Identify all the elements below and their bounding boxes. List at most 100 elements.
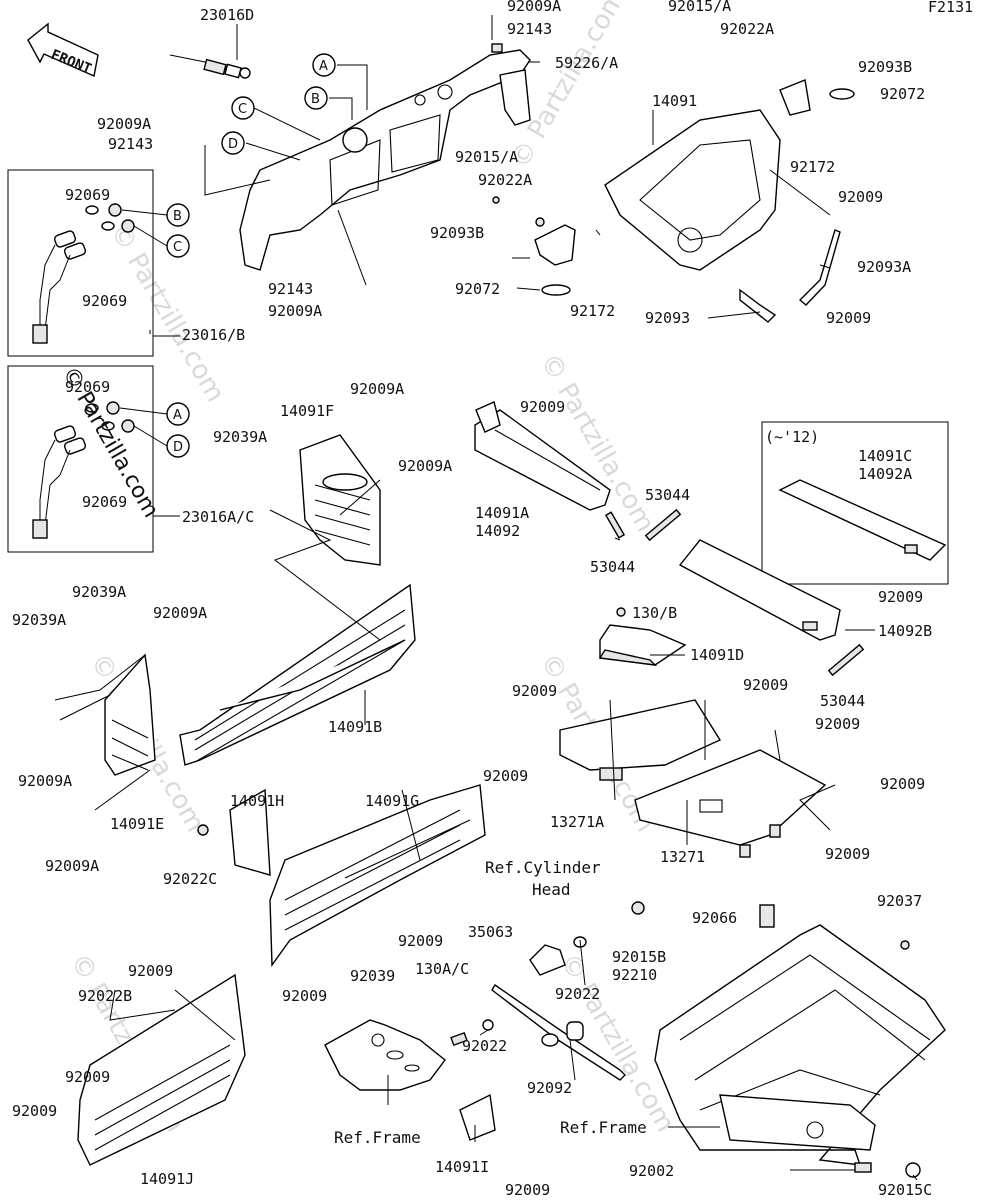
label-92015A: 92015/A bbox=[455, 148, 518, 166]
label-92009: 92009 bbox=[12, 1102, 57, 1120]
label-92069: 92069 bbox=[82, 292, 127, 310]
label-53044: 53044 bbox=[645, 486, 690, 504]
label-92039A: 92039A bbox=[213, 428, 267, 446]
label-92093B: 92093B bbox=[430, 224, 484, 242]
label-92069: 92069 bbox=[65, 378, 110, 396]
label-14091G: 14091G bbox=[365, 792, 419, 810]
label-14091H: 14091H bbox=[230, 792, 284, 810]
label-92072: 92072 bbox=[880, 85, 925, 103]
label-92093B: 92093B bbox=[858, 58, 912, 76]
label-92009A: 92009A bbox=[45, 857, 99, 875]
label-23016D: 23016D bbox=[200, 6, 254, 24]
panel-14091H bbox=[197, 788, 271, 876]
dashboard-panel-59226 bbox=[239, 43, 531, 271]
ref-frame-label-left: Ref.Frame bbox=[334, 1128, 421, 1147]
svg-text:C: C bbox=[238, 102, 247, 117]
label-14091F: 14091F bbox=[280, 402, 334, 420]
label-92009: 92009 bbox=[825, 845, 870, 863]
panel-14091J bbox=[77, 973, 246, 1166]
svg-text:D: D bbox=[173, 440, 183, 455]
label-92009A: 92009A bbox=[97, 115, 151, 133]
label-53044: 53044 bbox=[820, 692, 865, 710]
callout-B-2: B bbox=[166, 203, 190, 227]
label-14092: 14092 bbox=[475, 522, 520, 540]
label-92022: 92022 bbox=[555, 985, 600, 1003]
label-92039A: 92039A bbox=[72, 583, 126, 601]
label-92002: 92002 bbox=[629, 1162, 674, 1180]
wire-23016D bbox=[169, 54, 251, 79]
label-14091J: 14091J bbox=[140, 1170, 194, 1188]
callout-D-1: D bbox=[221, 131, 245, 155]
vehicle-frame bbox=[654, 904, 946, 1178]
label-35063: 35063 bbox=[468, 923, 513, 941]
label-23016B: 23016/B bbox=[182, 326, 245, 344]
label-14091E: 14091E bbox=[110, 815, 164, 833]
kit-box-23016AC bbox=[7, 365, 154, 553]
part-labels: 23016D 92009A 92143 59226/A 92009A 92143… bbox=[12, 0, 932, 1199]
label-53044: 53044 bbox=[590, 558, 635, 576]
label-14091D: 14091D bbox=[690, 646, 744, 664]
label-92015B: 92015B bbox=[612, 948, 666, 966]
label-92009: 92009 bbox=[838, 188, 883, 206]
label-92009A-lower: 92009A bbox=[268, 302, 322, 320]
label-92039A: 92039A bbox=[12, 611, 66, 629]
label-92009: 92009 bbox=[128, 962, 173, 980]
label-92066: 92066 bbox=[692, 909, 737, 927]
label-92009: 92009 bbox=[282, 987, 327, 1005]
label-14091I: 14091I bbox=[435, 1158, 489, 1176]
watermark-faint-3: © Partzilla.com bbox=[534, 349, 660, 538]
stay-35063 bbox=[450, 901, 645, 1081]
label-92009: 92009 bbox=[815, 715, 860, 733]
label-92022A: 92022A bbox=[720, 20, 774, 38]
panel-14091A bbox=[474, 401, 682, 542]
label-13271: 13271 bbox=[660, 848, 705, 866]
label-92022A: 92022A bbox=[478, 171, 532, 189]
callout-A-1: A bbox=[312, 53, 336, 77]
label-23016AC: 23016A/C bbox=[182, 508, 254, 526]
ref-frame-label-right: Ref.Frame bbox=[560, 1118, 647, 1137]
label-14092A: 14092A bbox=[858, 465, 912, 483]
label-92072: 92072 bbox=[455, 280, 500, 298]
label-92009: 92009 bbox=[398, 932, 443, 950]
bracket-92093B bbox=[492, 196, 601, 296]
floor-13271 bbox=[634, 749, 827, 858]
svg-text:B: B bbox=[173, 209, 182, 224]
ref-cylinder-head-label: Head bbox=[532, 880, 571, 899]
label-92009: 92009 bbox=[880, 775, 925, 793]
label-92143-lower: 92143 bbox=[268, 280, 313, 298]
label-92143-top: 92143 bbox=[507, 20, 552, 38]
svg-text:D: D bbox=[228, 137, 238, 152]
ref-cylinder-label: Ref.Cylinder bbox=[485, 858, 601, 877]
label-92069: 92069 bbox=[65, 186, 110, 204]
label-92009A: 92009A bbox=[350, 380, 404, 398]
label-92009: 92009 bbox=[826, 309, 871, 327]
leader-lines bbox=[54, 15, 918, 1181]
label-92009: 92009 bbox=[878, 588, 923, 606]
svg-text:B: B bbox=[311, 92, 320, 107]
label-92039: 92039 bbox=[350, 967, 395, 985]
label-92009A: 92009A bbox=[398, 457, 452, 475]
svg-text:A: A bbox=[173, 408, 182, 423]
box-12-variant bbox=[761, 421, 949, 585]
label-14092B: 14092B bbox=[878, 622, 932, 640]
label-92015C: 92015C bbox=[878, 1181, 932, 1199]
label-92022: 92022 bbox=[462, 1037, 507, 1055]
label-92009A-top: 92009A bbox=[507, 0, 561, 15]
label-92093: 92093 bbox=[645, 309, 690, 327]
label-92210: 92210 bbox=[612, 966, 657, 984]
label-14091B: 14091B bbox=[328, 718, 382, 736]
label-92069: 92069 bbox=[82, 493, 127, 511]
label-92172: 92172 bbox=[570, 302, 615, 320]
callout-C-2: C bbox=[166, 234, 190, 258]
tray-14091 bbox=[604, 79, 855, 323]
callout-D-2: D bbox=[166, 434, 190, 458]
label-130B: 130/B bbox=[632, 604, 677, 622]
label-92092: 92092 bbox=[527, 1079, 572, 1097]
kit-box-23016B bbox=[7, 169, 154, 357]
figure-code: F2131 bbox=[928, 0, 973, 16]
label-92009: 92009 bbox=[520, 398, 565, 416]
label-92009A: 92009A bbox=[18, 772, 72, 790]
label-13271A: 13271A bbox=[550, 813, 604, 831]
reference-labels: Ref.Cylinder Head Ref.Frame Ref.Frame bbox=[334, 858, 647, 1147]
